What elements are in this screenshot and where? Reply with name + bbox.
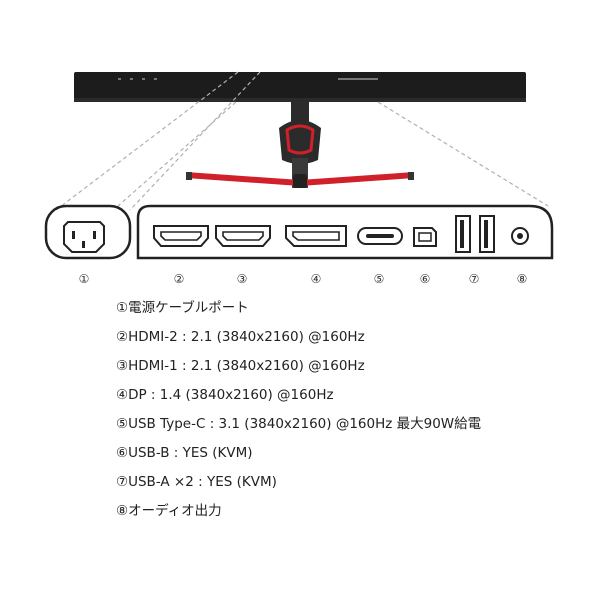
port-number-labels: ① ② ③ ④ ⑤ ⑥ ⑦ ⑧ xyxy=(79,272,528,286)
spec-text: ①電源ケーブルポート xyxy=(116,300,249,316)
displayport-icon xyxy=(285,225,347,247)
spec-item: ②HDMI-2 : 2.1 (3840x2160) @160Hz xyxy=(116,327,481,356)
monitor-stand xyxy=(186,100,414,188)
monitor-port-diagram: ① ② ③ ④ ⑤ ⑥ ⑦ ⑧ xyxy=(44,71,554,286)
power-panel xyxy=(44,204,132,260)
spec-text: ④DP : 1.4 (3840x2160) @160Hz xyxy=(116,387,334,403)
hdmi-1-port-icon xyxy=(215,225,271,247)
usb-b-port-icon xyxy=(413,227,437,247)
port-number-4: ④ xyxy=(311,272,322,286)
guide-lines xyxy=(55,71,549,211)
spec-text: ⑦USB-A ×2 : YES (KVM) xyxy=(116,474,277,490)
spec-item: ⑦USB-A ×2 : YES (KVM) xyxy=(116,472,481,501)
spec-text: ⑧オーディオ出力 xyxy=(116,503,222,519)
spec-item: ⑥USB-B : YES (KVM) xyxy=(116,443,481,472)
hdmi-2-port-icon xyxy=(153,225,209,247)
spec-text: ⑤USB Type-C : 3.1 (3840x2160) @160Hz 最大9… xyxy=(116,416,482,432)
port-number-3: ③ xyxy=(237,272,248,286)
port-number-7: ⑦ xyxy=(469,272,480,286)
port-number-5: ⑤ xyxy=(374,272,385,286)
spec-text: ②HDMI-2 : 2.1 (3840x2160) @160Hz xyxy=(116,329,365,345)
usb-a-port-icon xyxy=(455,215,495,253)
power-inlet-icon xyxy=(63,221,105,253)
port-spec-list: ①電源ケーブルポート ②HDMI-2 : 2.1 (3840x2160) @16… xyxy=(116,298,481,530)
spec-item: ③HDMI-1 : 2.1 (3840x2160) @160Hz xyxy=(116,356,481,385)
spec-item: ①電源ケーブルポート xyxy=(116,298,481,327)
port-number-1: ① xyxy=(79,272,90,286)
spec-text: ③HDMI-1 : 2.1 (3840x2160) @160Hz xyxy=(116,358,365,374)
spec-item: ④DP : 1.4 (3840x2160) @160Hz xyxy=(116,385,481,414)
port-number-8: ⑧ xyxy=(517,272,528,286)
port-panel xyxy=(136,204,554,260)
port-number-2: ② xyxy=(174,272,185,286)
usb-c-port-icon xyxy=(357,227,403,245)
spec-item: ⑤USB Type-C : 3.1 (3840x2160) @160Hz 最大9… xyxy=(116,414,481,443)
audio-jack-icon xyxy=(511,227,529,245)
spec-item: ⑧オーディオ出力 xyxy=(116,501,481,530)
spec-text: ⑥USB-B : YES (KVM) xyxy=(116,445,253,461)
monitor-back xyxy=(74,72,526,102)
port-number-6: ⑥ xyxy=(420,272,431,286)
